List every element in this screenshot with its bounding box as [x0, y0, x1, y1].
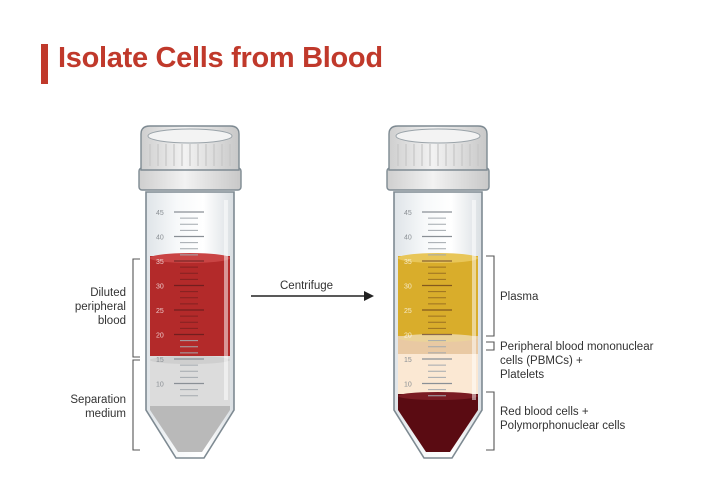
right-graduation-label: 20 — [404, 333, 412, 340]
rbc-line-2: Polymorphonuclear cells — [500, 420, 626, 432]
separation-medium-label: Separation medium — [46, 393, 126, 421]
left-graduation-label: 30 — [156, 284, 164, 291]
left-graduation-label: 15 — [156, 357, 164, 364]
diluted-blood-line-3: blood — [97, 315, 126, 327]
rbc-line-1: Red blood cells + — [500, 406, 589, 418]
plasma-label: Plasma — [500, 291, 539, 303]
centrifuge-label: Centrifuge — [280, 280, 334, 292]
right-brackets — [486, 255, 495, 451]
diluted-blood-bracket — [132, 258, 140, 358]
right-graduation-label: 10 — [404, 382, 412, 389]
left-graduation-label: 35 — [156, 259, 164, 266]
separation-medium-line-1: Separation — [70, 394, 126, 406]
right-cap-base — [386, 167, 490, 191]
left-graduation-scale: 45 40 35 30 25 20 15 10 — [156, 210, 204, 397]
right-graduation-label: 40 — [404, 235, 412, 242]
separation-medium-bracket — [132, 359, 140, 451]
pbmc-line-2: cells (PBMCs) + — [500, 355, 583, 367]
page-title: Isolate Cells from Blood — [58, 42, 383, 74]
right-tube: 45 40 35 30 25 20 15 10 — [386, 125, 490, 459]
plasma-bracket — [486, 255, 495, 337]
right-graduation-label: 45 — [404, 210, 412, 217]
right-graduation-label: 30 — [404, 284, 412, 291]
pbmc-line-1: Peripheral blood mononuclear — [500, 341, 654, 353]
diluted-blood-line-2: peripheral — [74, 301, 126, 313]
pbmc-label: Peripheral blood mononuclear cells (PBMC… — [500, 340, 653, 382]
right-graduation-label: 15 — [404, 357, 412, 364]
left-blood-layer — [150, 256, 230, 360]
right-graduation-label: 25 — [404, 308, 412, 315]
right-graduation-label: 35 — [404, 259, 412, 266]
left-graduation-label: 10 — [156, 382, 164, 389]
left-graduation-label: 25 — [156, 308, 164, 315]
left-tube: 45 40 35 30 25 20 15 10 — [138, 125, 242, 459]
left-graduation-label: 45 — [156, 210, 164, 217]
right-graduation-scale: 45 40 35 30 25 20 15 10 — [404, 210, 452, 397]
left-graduation-label: 20 — [156, 333, 164, 340]
separation-medium-line-2: medium — [85, 408, 126, 420]
diluted-blood-label: Diluted peripheral blood — [56, 286, 126, 328]
left-brackets — [132, 258, 140, 451]
pbmc-bracket — [486, 341, 495, 351]
right-plasma-layer — [398, 256, 478, 338]
diluted-blood-line-1: Diluted — [90, 287, 126, 299]
centrifuge-arrow — [251, 291, 374, 301]
rbc-label: Red blood cells + Polymorphonuclear cell… — [500, 405, 625, 433]
left-cap-base — [138, 167, 242, 191]
rbc-bracket — [486, 391, 495, 451]
title-accent-bar — [41, 44, 48, 84]
pbmc-line-3: Platelets — [500, 369, 545, 381]
left-graduation-label: 40 — [156, 235, 164, 242]
